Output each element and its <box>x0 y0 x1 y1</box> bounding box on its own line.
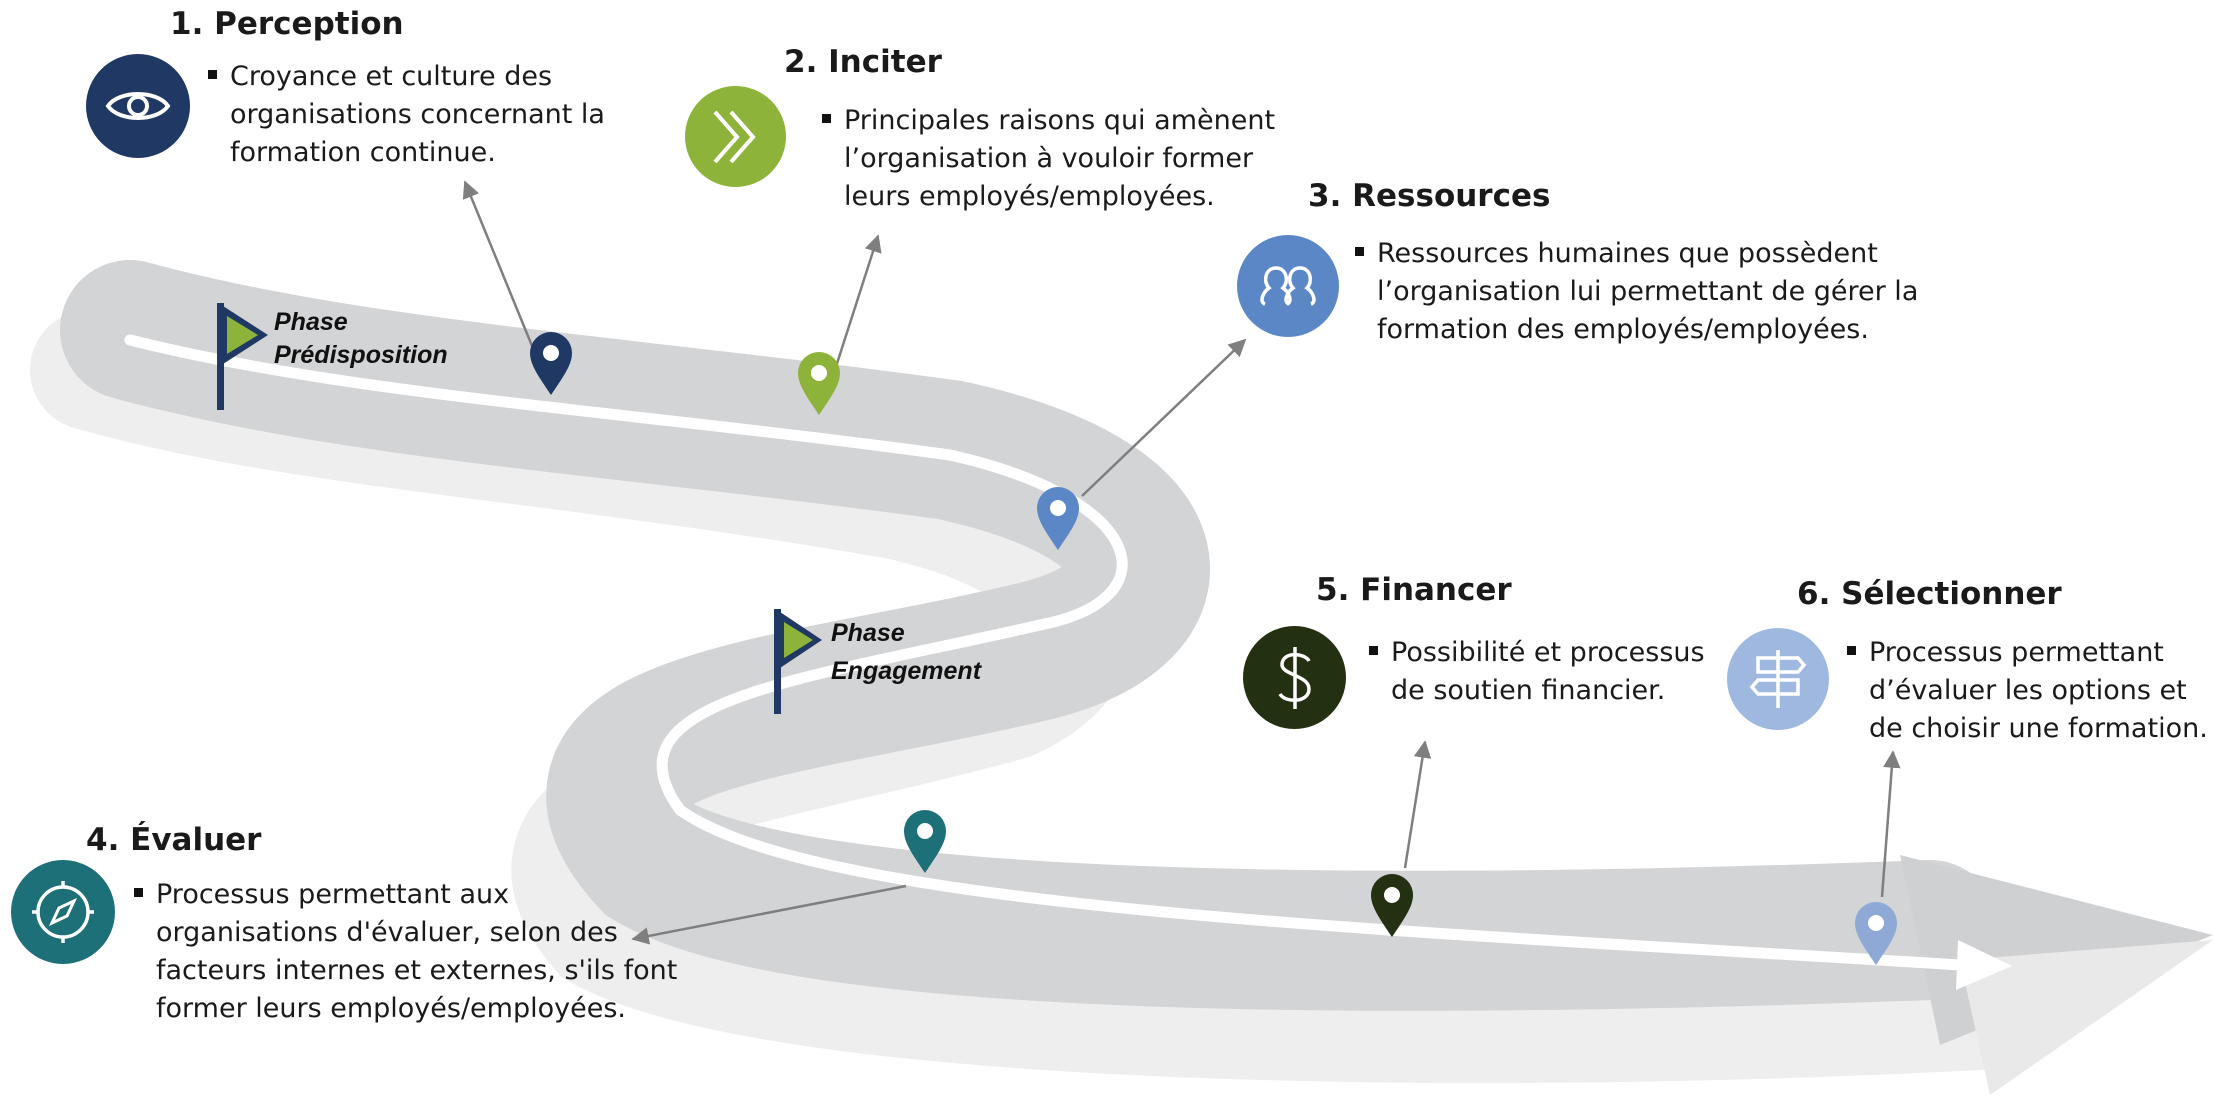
step-3-icon-circle <box>1237 235 1339 337</box>
step-5-text: Possibilité et processus de soutien fina… <box>1369 634 1731 710</box>
road-arrowhead-shadow <box>1960 940 2213 1095</box>
step-6-icon-circle <box>1727 628 1829 730</box>
step-4-title: 4. Évaluer <box>86 822 262 858</box>
step-2-icon-circle <box>685 86 786 187</box>
phase-engagement-line1: Phase <box>831 619 905 647</box>
step-6-text: Processus permettant d’évaluer les optio… <box>1847 634 2213 748</box>
step-1-title: 1. Perception <box>170 6 404 42</box>
step-6-title: 6. Sélectionner <box>1797 576 2062 612</box>
arrow-step-6 <box>1880 750 1901 898</box>
arrow-step-3 <box>1081 338 1247 497</box>
dollar-icon <box>1277 646 1311 709</box>
step-3-text: Ressources humaines que possèdent l’orga… <box>1355 235 1937 349</box>
step-1-text: Croyance et culture des organisations co… <box>208 58 630 172</box>
map-pin-4-icon <box>904 810 946 873</box>
step-1-icon-circle <box>86 54 190 158</box>
step-2-title: 2. Inciter <box>784 44 942 80</box>
arrow-step-5 <box>1403 740 1432 869</box>
step-5-title: 5. Financer <box>1316 572 1512 608</box>
map-pin-2-icon <box>798 352 840 415</box>
map-pin-3-icon <box>1037 487 1079 550</box>
map-pin-6-icon <box>1855 902 1897 965</box>
flag-engagement-icon <box>774 609 822 714</box>
eye-icon <box>105 92 171 120</box>
double-chevron-right-icon <box>712 110 756 163</box>
phase-engagement-line2: Engagement <box>831 657 982 685</box>
step-2-text: Principales raisons qui amènent l’organi… <box>822 102 1284 216</box>
road-centre-line <box>124 334 1966 971</box>
people-icon <box>1260 266 1316 306</box>
step-4-text: Processus permettant aux organisations d… <box>134 876 686 1028</box>
flag-predisposition-icon <box>217 303 268 410</box>
step-5-icon-circle <box>1243 626 1346 729</box>
phase-predisposition-label: Phase Prédisposition <box>274 306 448 372</box>
compass-icon <box>32 881 94 943</box>
phase-predisposition-line1: Phase <box>274 308 348 336</box>
step-4-icon-circle <box>11 860 115 964</box>
phase-predisposition-line2: Prédisposition <box>274 341 448 369</box>
map-pin-1-icon <box>530 332 572 395</box>
signpost-icon <box>1749 650 1807 708</box>
phase-engagement-label: Phase Engagement <box>831 614 981 690</box>
step-3-title: 3. Ressources <box>1308 178 1551 214</box>
map-pin-5-icon <box>1371 874 1413 937</box>
road-line-arrowhead <box>1956 940 2012 990</box>
